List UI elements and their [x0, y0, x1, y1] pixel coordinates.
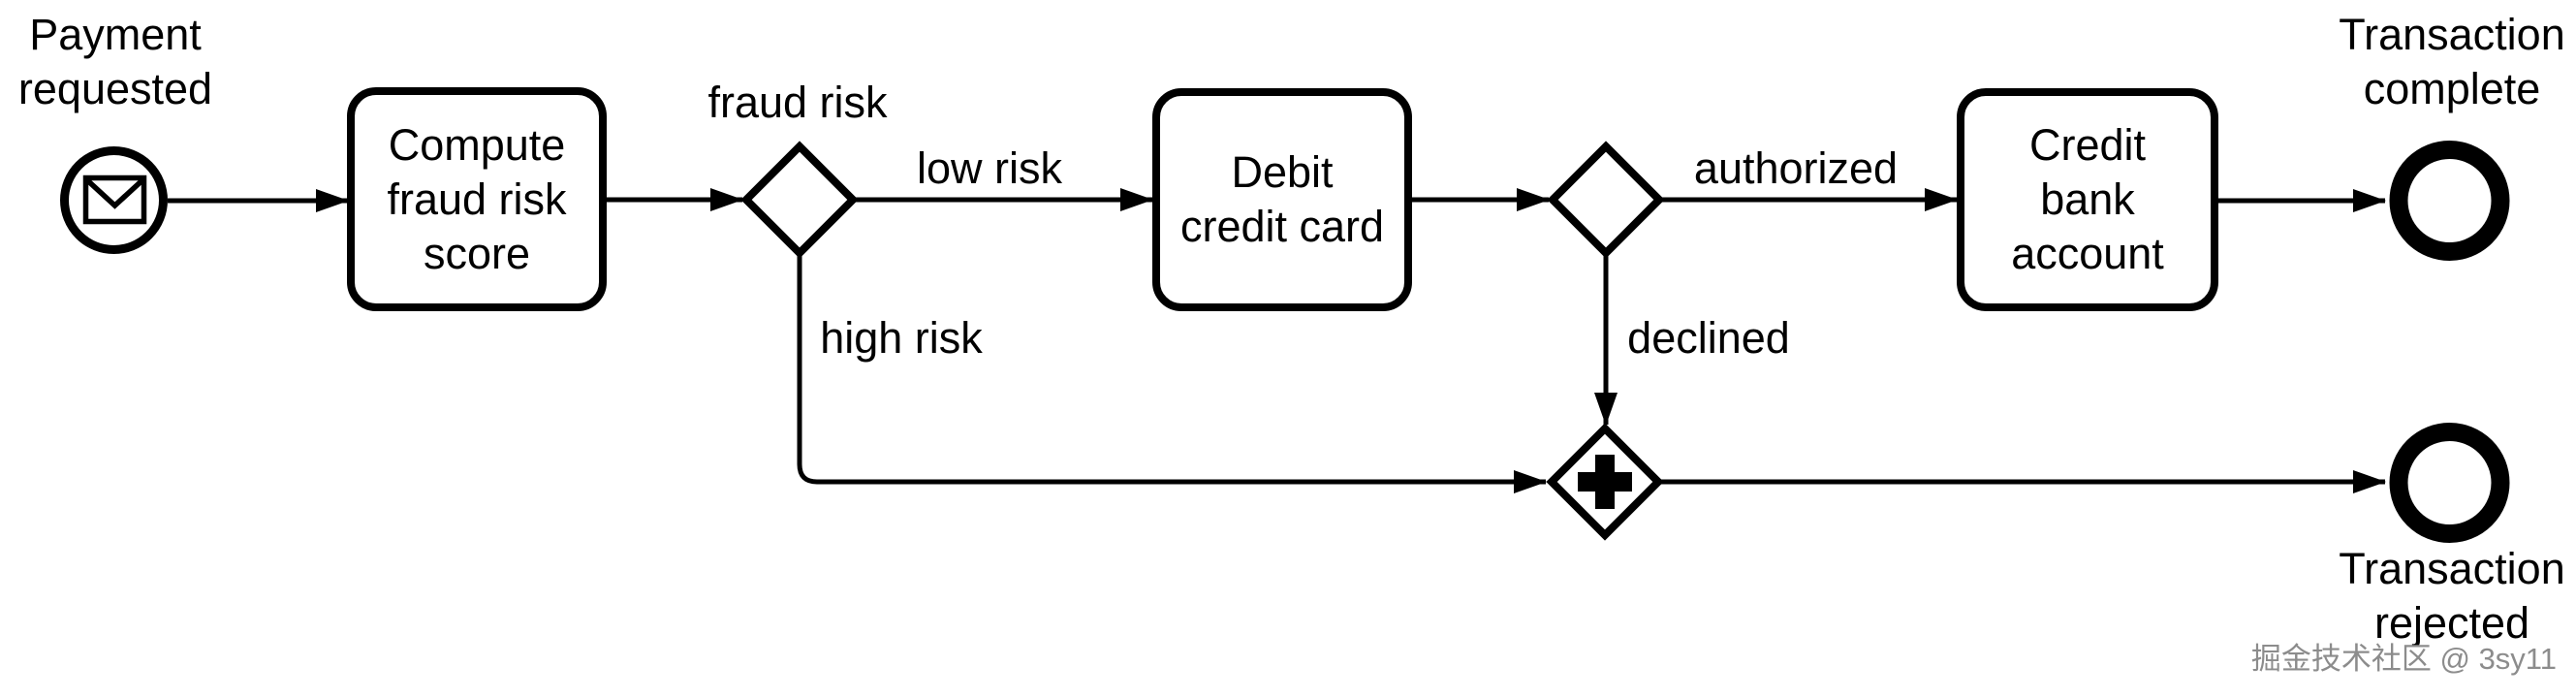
- task-debit-credit-card: [1152, 88, 1412, 311]
- flow-high-risk-label: high risk: [820, 313, 983, 363]
- end-event-rejected-label: Transaction rejected: [2339, 544, 2565, 648]
- envelope-icon: [82, 174, 147, 225]
- flow-declined-label: declined: [1627, 313, 1790, 363]
- plus-icon: [1578, 455, 1632, 509]
- gateway-fraud-risk: [740, 141, 859, 259]
- end-event-complete-label: Transaction complete: [2339, 10, 2565, 113]
- gateway-authorization: [1547, 141, 1665, 259]
- flow-high-risk: [797, 253, 1547, 493]
- task-compute-label: Compute fraud risk score: [387, 119, 567, 278]
- task-compute-fraud-risk-score: [347, 87, 607, 311]
- flow-authorized-label: authorized: [1693, 143, 1899, 193]
- watermark: 掘金技术社区 @ 3sy11: [2250, 642, 2557, 676]
- task-debit-label: Debit credit card: [1179, 147, 1385, 251]
- flow-low-risk-label: low risk: [916, 143, 1062, 193]
- start-event-label: Payment requested: [17, 10, 213, 113]
- end-event-rejected: [2389, 423, 2510, 543]
- end-event-complete: [2389, 141, 2510, 261]
- task-credit-bank-account: [1957, 88, 2218, 311]
- gateway-fraud-risk-label: fraud risk: [707, 78, 888, 127]
- task-credit-label: Credit bank account: [2011, 120, 2164, 278]
